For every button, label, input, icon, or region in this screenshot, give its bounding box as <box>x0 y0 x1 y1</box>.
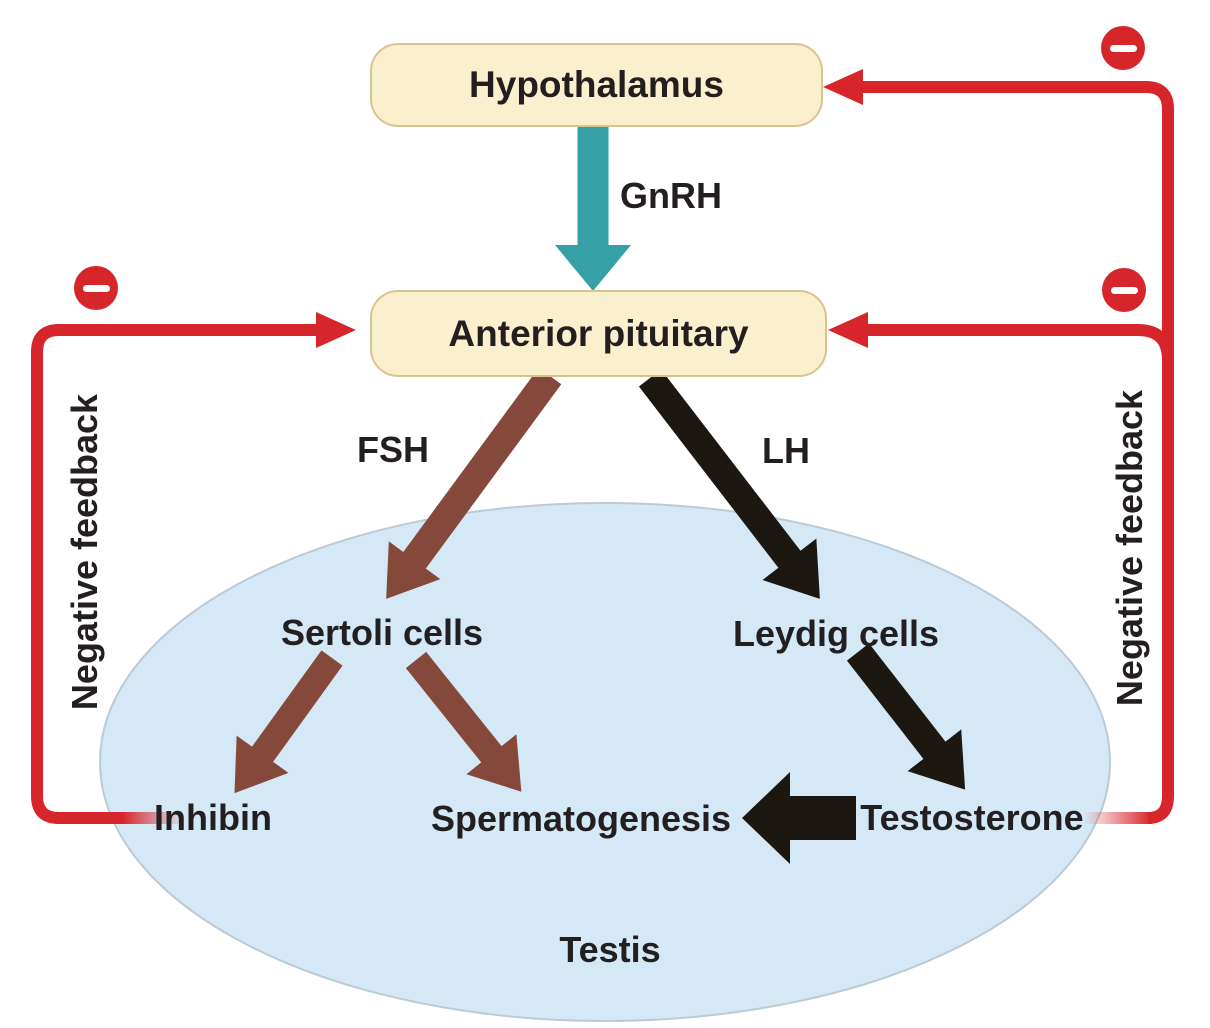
testosterone-to-pituitary-arrow <box>828 312 1174 361</box>
minus-icon <box>74 266 118 310</box>
testosterone-label: Testosterone <box>860 797 1084 838</box>
inhibin-label: Inhibin <box>154 797 272 838</box>
negative-feedback-right-label: Negative feedback <box>1109 389 1150 707</box>
negative-feedback-right-path <box>823 69 1174 824</box>
minus-bar <box>1109 44 1137 52</box>
lh-label: LH <box>762 430 810 471</box>
minus-bar <box>1110 286 1138 294</box>
hypothalamus-label: Hypothalamus <box>469 64 724 105</box>
testosterone-to-spermatogenesis-arrow <box>742 772 856 864</box>
minus-bar <box>82 284 110 292</box>
minus-icon <box>1101 26 1145 70</box>
testis-ellipse <box>99 502 1111 1022</box>
sertoli-cells-label: Sertoli cells <box>280 612 484 653</box>
anterior-pituitary-node: Anterior pituitary <box>370 290 827 377</box>
sertoli-to-spermatogenesis-arrow <box>405 651 522 792</box>
lh-arrow <box>638 369 820 599</box>
gnrh-label: GnRH <box>620 175 722 216</box>
negative-feedback-left-path <box>31 312 356 824</box>
fsh-label: FSH <box>357 429 429 470</box>
leydig-to-testosterone-arrow <box>846 643 966 790</box>
sertoli-to-inhibin-arrow <box>234 650 343 794</box>
leydig-cells-label: Leydig cells <box>732 613 940 654</box>
inhibin-to-pituitary-arrow <box>31 312 356 824</box>
anterior-pituitary-label: Anterior pituitary <box>448 312 749 354</box>
minus-icon <box>1102 268 1146 312</box>
negative-feedback-left-label: Negative feedback <box>64 393 105 711</box>
fsh-arrow <box>386 367 562 599</box>
hypothalamus-node: Hypothalamus <box>370 43 823 127</box>
spermatogenesis-label: Spermatogenesis <box>430 798 732 839</box>
testosterone-to-hypothalamus-arrow <box>823 69 1174 824</box>
testis-label: Testis <box>559 929 661 970</box>
